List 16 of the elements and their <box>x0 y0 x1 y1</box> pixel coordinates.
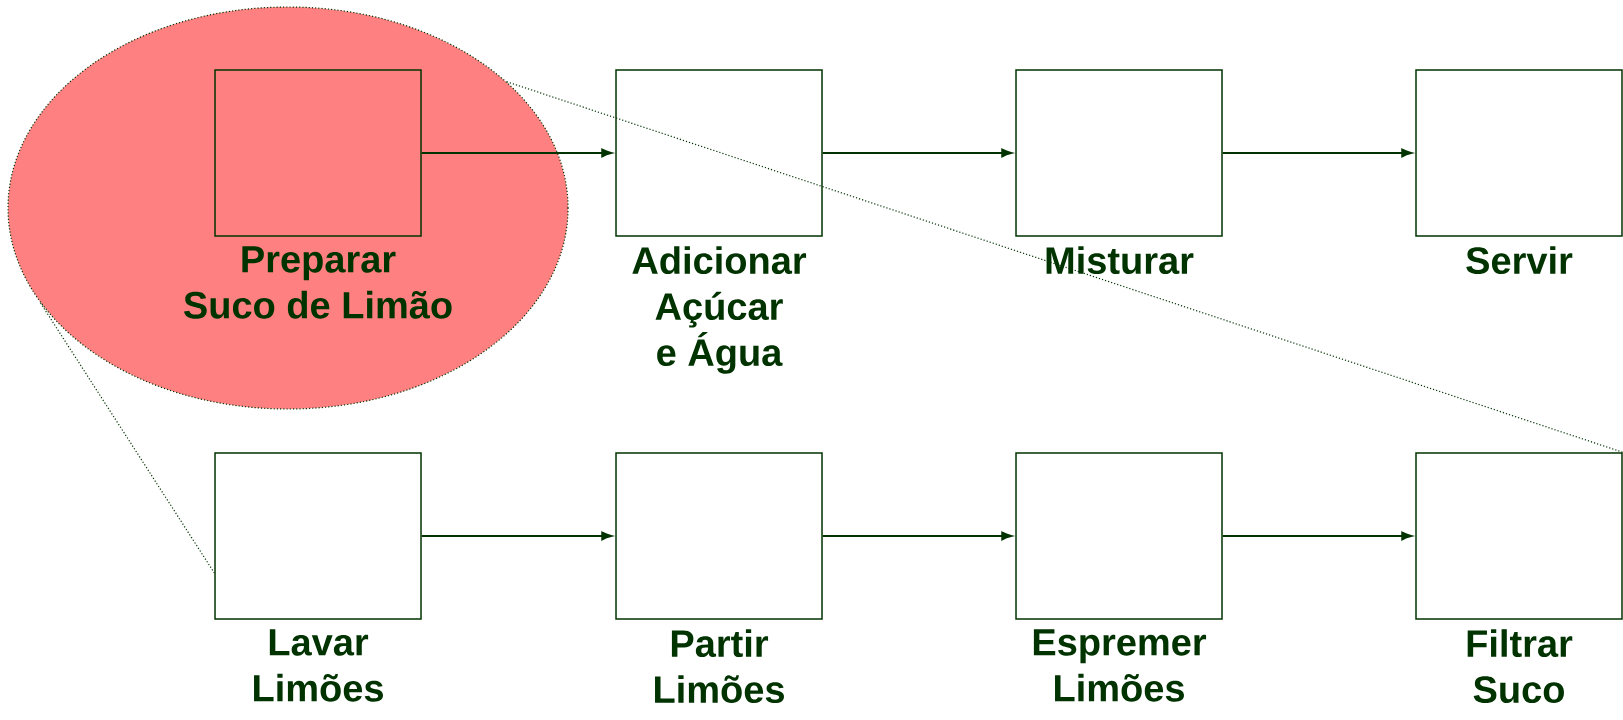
step-label: Servir <box>1466 246 1573 275</box>
step-label: Espremer Limões <box>1033 629 1207 702</box>
arrow <box>1221 531 1412 541</box>
leader-line <box>506 81 1623 453</box>
step-label: Filtrar Suco <box>1467 629 1573 704</box>
step-label: Lavar Limões <box>254 629 383 702</box>
arrow <box>420 148 612 158</box>
step-label: Preparar Suco de Limão <box>184 246 452 319</box>
arrow <box>1221 148 1412 158</box>
step-label: Adicionar Açúcar e Água <box>632 246 807 374</box>
step-label: Misturar <box>1046 246 1194 275</box>
arrow <box>420 531 612 541</box>
leader-line <box>39 302 215 574</box>
step-label: Partir Limões <box>655 629 784 704</box>
arrow <box>821 148 1012 158</box>
arrow <box>821 531 1012 541</box>
